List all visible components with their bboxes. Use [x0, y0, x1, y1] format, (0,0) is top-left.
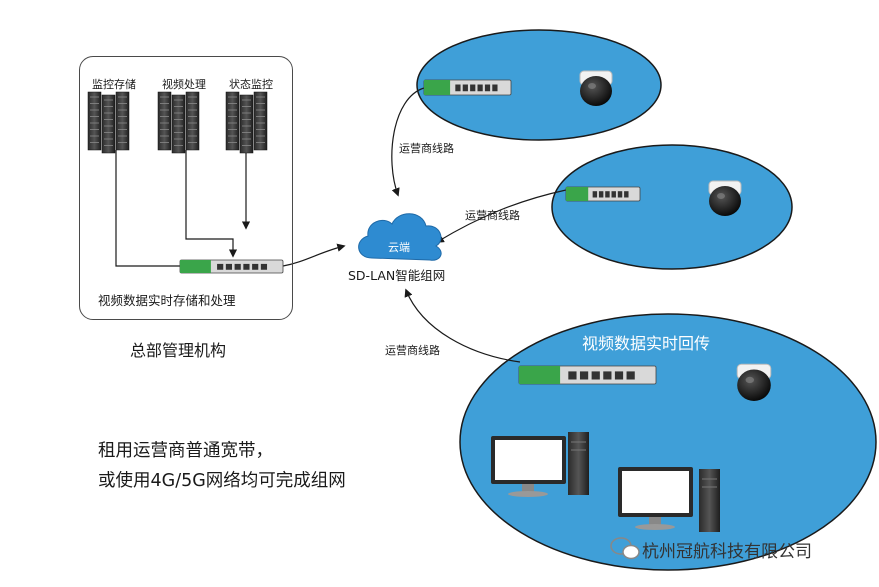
- wechat-icon: [610, 537, 640, 560]
- footnote-line-1: 租用运营商普通宽带，: [98, 441, 273, 461]
- dome-camera-icon: [579, 70, 613, 106]
- desktop-monitor-icon: [618, 467, 693, 530]
- footnote-line-2: 或使用4G/5G网络均可完成组网: [98, 471, 346, 491]
- server-label-storage: 监控存储: [92, 78, 136, 91]
- site-top-ellipse: [416, 29, 662, 141]
- cloud-label: 云端: [388, 241, 410, 254]
- server-rack-icon: [225, 91, 268, 154]
- server-label-monitoring: 状态监控: [229, 78, 273, 91]
- big-site-title: 视频数据实时回传: [582, 334, 711, 353]
- router-icon: [179, 259, 284, 274]
- dome-camera-icon: [736, 363, 772, 401]
- hq-connection-lines: [115, 150, 251, 267]
- router-icon: [518, 365, 657, 385]
- watermark-text: 杭州冠航科技有限公司: [642, 542, 812, 562]
- hq-box-caption: 视频数据实时存储和处理: [98, 293, 236, 308]
- server-rack-icon: [87, 91, 130, 154]
- pc-tower-icon: [568, 432, 589, 495]
- link-label-bottom: 运营商线路: [385, 344, 440, 357]
- router-icon: [423, 79, 512, 96]
- site-middle-ellipse: [551, 144, 793, 270]
- network-name: SD-LAN智能组网: [348, 268, 446, 283]
- desktop-monitor-icon: [491, 436, 566, 497]
- link-label-middle: 运营商线路: [465, 209, 520, 222]
- dome-camera-icon: [708, 180, 742, 216]
- pc-tower-icon: [699, 469, 720, 532]
- server-rack-icon: [157, 91, 200, 154]
- carrier-links: [282, 87, 567, 363]
- hq-box: [79, 56, 293, 320]
- router-icon: [565, 186, 641, 202]
- hq-title: 总部管理机构: [130, 341, 227, 360]
- link-label-top: 运营商线路: [399, 142, 454, 155]
- cloud-icon: [358, 213, 442, 261]
- server-label-processing: 视频处理: [162, 78, 206, 91]
